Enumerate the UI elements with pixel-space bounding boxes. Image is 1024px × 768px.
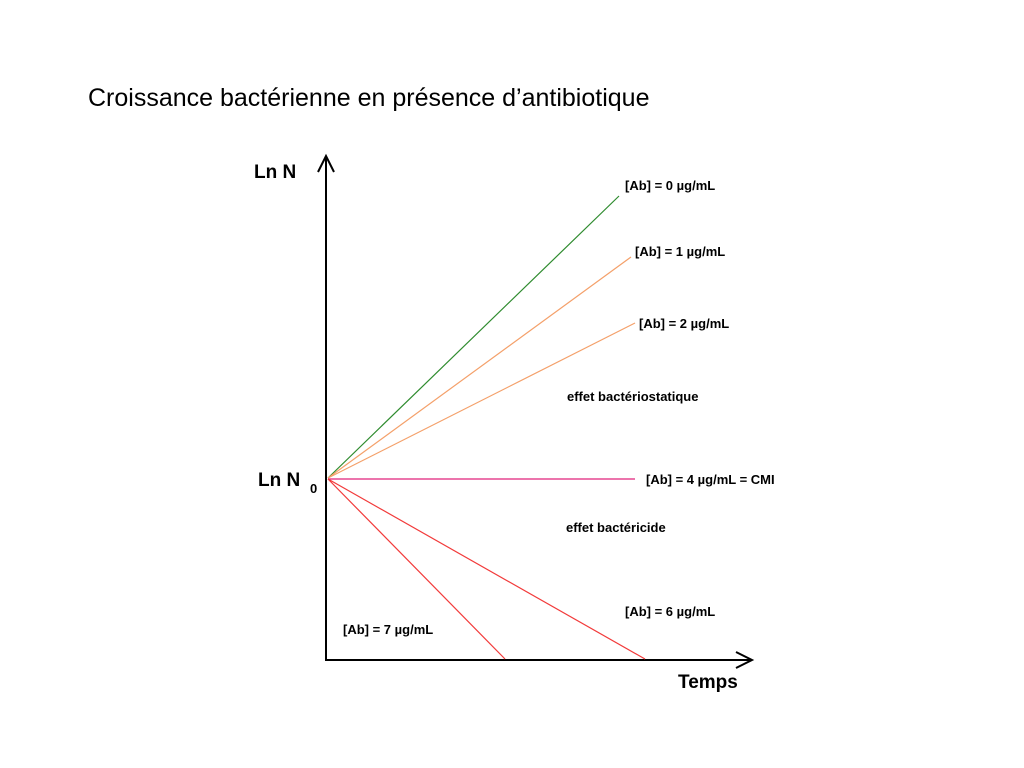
curve-label-ab4: [Ab] = 4 µg/mL = CMI — [646, 472, 775, 487]
curve-ab6 — [327, 478, 646, 660]
x-axis-arrowhead — [735, 651, 755, 669]
curve-label-ab0: [Ab] = 0 µg/mL — [625, 178, 715, 193]
curve-ab2 — [327, 322, 636, 479]
curve-ab0 — [327, 195, 620, 479]
y-axis-label: Ln N — [254, 162, 296, 183]
page-title: Croissance bactérienne en présence d’ant… — [88, 84, 650, 112]
curve-ab1 — [327, 256, 632, 479]
zone-label-bacteriostatic: effet bactériostatique — [567, 389, 698, 404]
x-axis-label: Temps — [678, 672, 738, 693]
curve-label-ab1: [Ab] = 1 µg/mL — [635, 244, 725, 259]
curve-ab7 — [327, 478, 506, 660]
y-axis-arrowhead — [317, 153, 335, 173]
curve-label-ab6: [Ab] = 6 µg/mL — [625, 604, 715, 619]
curve-label-ab2: [Ab] = 2 µg/mL — [639, 316, 729, 331]
curve-label-ab7: [Ab] = 7 µg/mL — [343, 622, 433, 637]
zone-label-bactericidal: effet bactéricide — [566, 520, 666, 535]
origin-label: Ln N — [258, 470, 300, 491]
origin-subscript: 0 — [310, 481, 317, 496]
